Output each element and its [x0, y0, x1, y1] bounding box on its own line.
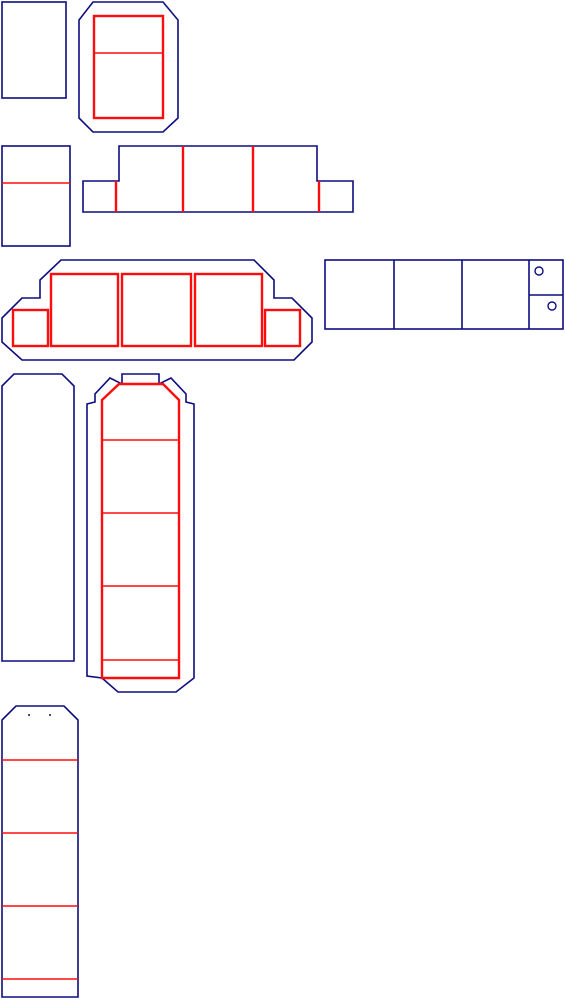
piece-tall-strip	[1, 373, 75, 662]
piece-stepped-strip	[82, 145, 354, 213]
piece-small-rectangle	[1, 1, 67, 99]
punch-hole	[547, 301, 557, 311]
piece-segmented-strip	[324, 259, 564, 330]
piece-wide-panel	[1, 259, 313, 361]
piece-rectangle-single-fold	[1, 145, 71, 247]
piece-long-box	[86, 373, 195, 693]
registration-dot	[28, 714, 30, 716]
registration-dot	[49, 714, 51, 716]
punch-hole	[534, 266, 544, 276]
piece-octagon-cap	[78, 1, 179, 133]
piece-tall-panel	[1, 705, 79, 998]
